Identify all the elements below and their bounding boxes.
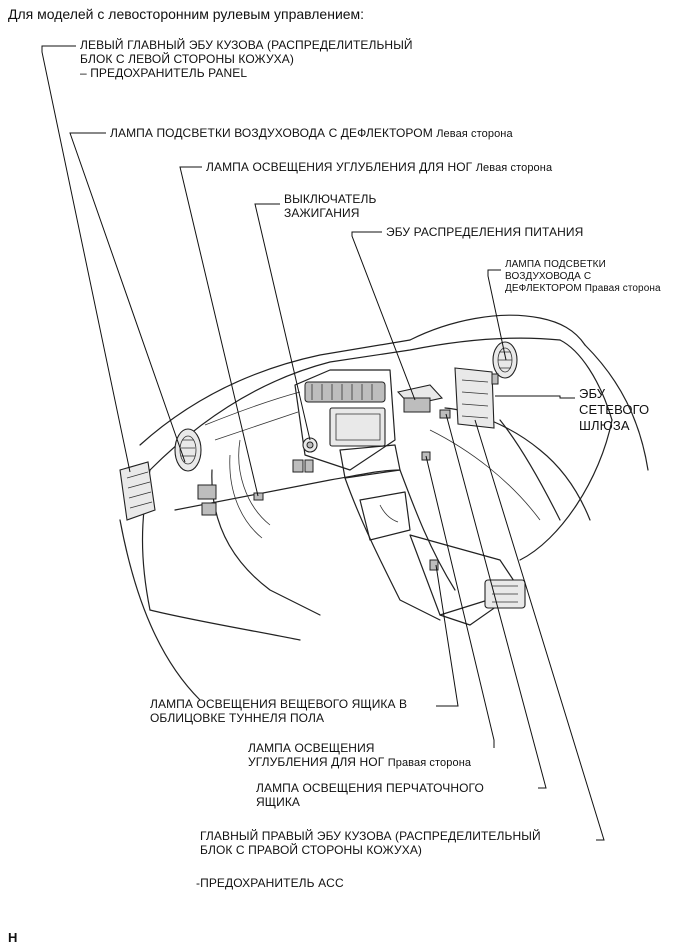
label-footwell-lamp-right: ЛАМПА ОСВЕЩЕНИЯ УГЛУБЛЕНИЯ ДЛЯ НОГ Права…: [248, 741, 471, 770]
label-vent-lamp-right-line1: ЛАМПА ПОДСВЕТКИ: [505, 259, 606, 270]
label-ignition-switch-line2: ЗАЖИГАНИЯ: [284, 206, 360, 220]
label-gateway-ecu-line3: ШЛЮЗА: [579, 418, 630, 433]
label-footwell-lamp-right-line2: УГЛУБЛЕНИЯ ДЛЯ НОГ: [248, 755, 385, 769]
label-console-box-lamp-line2: ОБЛИЦОВКЕ ТУННЕЛЯ ПОЛА: [150, 711, 325, 725]
label-vent-lamp-right-line3-row: ДЕФЛЕКТОРОМ Правая сторона: [505, 283, 661, 295]
label-glovebox-lamp: ЛАМПА ОСВЕЩЕНИЯ ПЕРЧАТОЧНОГО ЯЩИКА: [256, 781, 484, 809]
label-footwell-lamp-right-line1: ЛАМПА ОСВЕЩЕНИЯ: [248, 741, 375, 755]
label-vent-lamp-left-side: Левая сторона: [436, 128, 513, 140]
diagram-header: Для моделей с левосторонним рулевым упра…: [8, 6, 365, 22]
label-right-main-ecu: ГЛАВНЫЙ ПРАВЫЙ ЭБУ КУЗОВА (РАСПРЕДЕЛИТЕЛ…: [200, 829, 541, 857]
label-ignition-switch-line1: ВЫКЛЮЧАТЕЛЬ: [284, 192, 377, 206]
label-footwell-lamp-right-side: Правая сторона: [387, 757, 472, 769]
label-console-box-lamp: ЛАМПА ОСВЕЩЕНИЯ ВЕЩЕВОГО ЯЩИКА В ОБЛИЦОВ…: [150, 697, 407, 725]
leader-lines: [41, 45, 605, 841]
diagram-footer: H: [8, 930, 18, 945]
dashboard-outline: [119, 314, 649, 701]
label-ignition-switch: ВЫКЛЮЧАТЕЛЬ ЗАЖИГАНИЯ: [284, 192, 376, 220]
label-console-box-lamp-line1: ЛАМПА ОСВЕЩЕНИЯ ВЕЩЕВОГО ЯЩИКА В: [150, 697, 408, 711]
label-left-main-ecu-line3: – ПРЕДОХРАНИТЕЛЬ PANEL: [80, 66, 248, 80]
label-glovebox-lamp-line2: ЯЩИКА: [256, 795, 301, 809]
label-vent-lamp-right-side: Правая сторона: [584, 283, 661, 294]
label-footwell-lamp-left: ЛАМПА ОСВЕЩЕНИЯ УГЛУБЛЕНИЯ ДЛЯ НОГ Левая…: [206, 160, 552, 175]
label-right-main-ecu-fuse: -ПРЕДОХРАНИТЕЛЬ ACC: [196, 876, 344, 890]
label-vent-lamp-right: ЛАМПА ПОДСВЕТКИ ВОЗДУХОВОДА С ДЕФЛЕКТОРО…: [505, 259, 661, 295]
left-vent: [174, 428, 202, 472]
label-left-main-ecu: ЛЕВЫЙ ГЛАВНЫЙ ЭБУ КУЗОВА (РАСПРЕДЕЛИТЕЛЬ…: [80, 38, 413, 80]
ignition-switch-part: [302, 437, 318, 453]
label-vent-lamp-right-line2: ВОЗДУХОВОДА С: [505, 271, 592, 282]
label-left-main-ecu-line2: БЛОК С ЛЕВОЙ СТОРОНЫ КОЖУХА): [80, 52, 294, 66]
label-right-main-ecu-line1: ГЛАВНЫЙ ПРАВЫЙ ЭБУ КУЗОВА (РАСПРЕДЕЛИТЕЛ…: [200, 829, 541, 843]
label-left-main-ecu-line1: ЛЕВЫЙ ГЛАВНЫЙ ЭБУ КУЗОВА (РАСПРЕДЕЛИТЕЛЬ…: [80, 38, 413, 52]
label-footwell-lamp-right-line2-row: УГЛУБЛЕНИЯ ДЛЯ НОГ Правая сторона: [248, 755, 471, 770]
label-vent-lamp-left: ЛАМПА ПОДСВЕТКИ ВОЗДУХОВОДА С ДЕФЛЕКТОРО…: [110, 126, 513, 141]
left-main-ecu-part: [119, 461, 156, 521]
gateway-ecu-part: [454, 367, 499, 429]
label-footwell-lamp-left-text: ЛАМПА ОСВЕЩЕНИЯ УГЛУБЛЕНИЯ ДЛЯ НОГ: [206, 160, 473, 174]
label-right-main-ecu-line2: БЛОК С ПРАВОЙ СТОРОНЫ КОЖУХА): [200, 843, 423, 857]
power-dist-ecu-part: [396, 384, 444, 413]
label-glovebox-lamp-line1: ЛАМПА ОСВЕЩЕНИЯ ПЕРЧАТОЧНОГО: [256, 781, 484, 795]
right-vent: [492, 341, 518, 379]
center-console: [294, 369, 526, 626]
left-switch-panel: [197, 459, 314, 516]
label-power-dist-ecu: ЭБУ РАСПРЕДЕЛЕНИЯ ПИТАНИЯ: [386, 225, 584, 239]
label-footwell-lamp-left-side: Левая сторона: [475, 162, 553, 174]
label-vent-lamp-left-text: ЛАМПА ПОДСВЕТКИ ВОЗДУХОВОДА С ДЕФЛЕКТОРО…: [110, 126, 433, 140]
label-vent-lamp-right-line3: ДЕФЛЕКТОРОМ: [505, 283, 582, 294]
label-gateway-ecu-line1: ЭБУ: [579, 386, 606, 401]
